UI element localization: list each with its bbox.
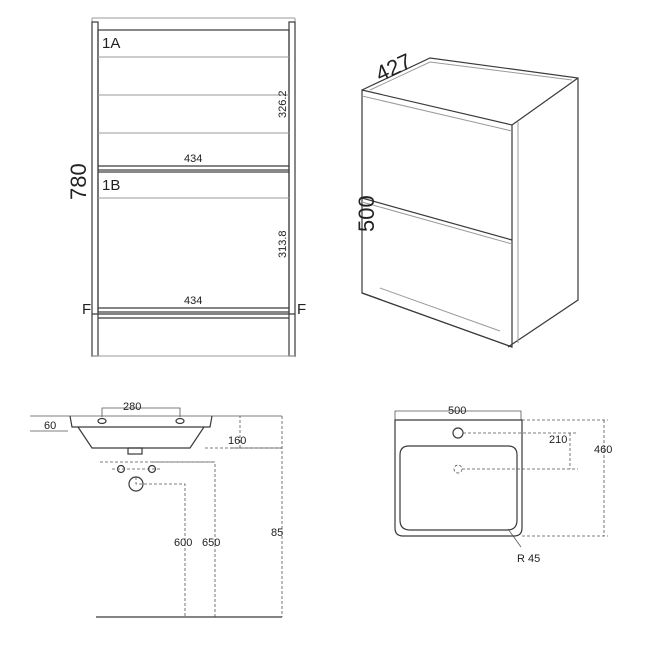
isometric-view: 427 500	[354, 48, 579, 348]
trap-height-650-dimension: 650	[202, 537, 220, 549]
drawer-1b-label: 1B	[102, 177, 120, 194]
tap-offset-dimension: 210	[549, 434, 567, 446]
floor-marker-right: F	[297, 301, 306, 318]
basin-side-elevation: 280 60 160 600 650 85	[30, 401, 283, 618]
drawer-1a-label: 1A	[102, 35, 120, 52]
basin-bowl	[399, 445, 518, 531]
trap-height-600-dimension: 600	[174, 537, 192, 549]
rim-thickness-dimension: 60	[44, 420, 56, 432]
right-side-panel	[288, 21, 296, 357]
front-elevation-view: 1A 1B 434 434 326.2 313.8 780 F F	[66, 17, 306, 357]
drawer-1b-height-dimension: 313.8	[277, 230, 289, 258]
basin-height-85-dimension: 85	[271, 527, 283, 539]
floor-marker-left: F	[82, 301, 91, 318]
waste-outlet	[453, 464, 463, 474]
tap-spacing-dimension: 280	[123, 401, 141, 413]
basin-depth-dimension-top: 460	[594, 444, 612, 456]
drawer-1a-height-dimension: 326.2	[277, 90, 289, 118]
tap-hole	[452, 427, 464, 439]
left-side-panel	[91, 21, 99, 357]
drawer-1b-front	[97, 171, 290, 313]
drawer-1a-front	[97, 29, 290, 171]
iso-depth-dimension: 427	[372, 48, 416, 86]
basin-depth-dimension: 160	[228, 435, 246, 447]
basin-width-dimension: 500	[448, 405, 466, 417]
iso-height-dimension: 500	[354, 195, 379, 232]
basin-plan-view: 500 210 460 R 45	[394, 405, 612, 565]
drawer-1a-width-dimension: 434	[184, 153, 202, 165]
corner-radius-dimension: R 45	[517, 553, 540, 565]
drawer-1b-width-dimension: 434	[184, 295, 202, 307]
basin-outline	[394, 419, 523, 537]
overall-height-dimension: 780	[66, 163, 91, 200]
